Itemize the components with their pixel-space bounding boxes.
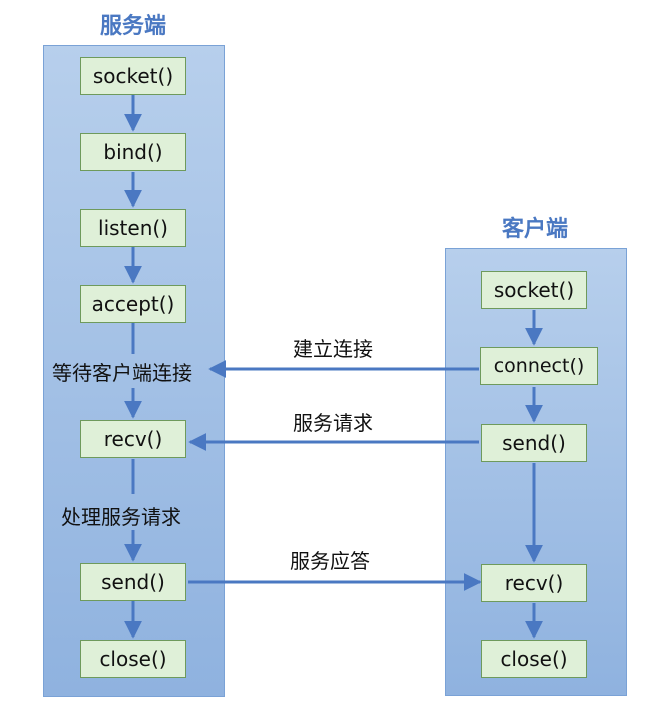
server-send-box: send() (80, 563, 186, 601)
response-label: 服务应答 (290, 549, 370, 573)
server-close-box: close() (80, 640, 186, 678)
server-process-note: 处理服务请求 (61, 505, 181, 529)
server-socket-box: socket() (80, 57, 186, 95)
server-wait-note: 等待客户端连接 (52, 361, 192, 385)
server-bind-box: bind() (80, 133, 186, 171)
client-title: 客户端 (501, 217, 568, 242)
client-send-box: send() (481, 424, 587, 462)
client-connect-box: connect() (480, 347, 598, 385)
client-recv-box: recv() (481, 564, 587, 602)
server-listen-box: listen() (80, 209, 186, 247)
server-accept-box: accept() (80, 285, 186, 323)
client-socket-box: socket() (481, 271, 587, 309)
client-close-box: close() (481, 640, 587, 678)
server-title: 服务端 (99, 14, 166, 39)
request-label: 服务请求 (293, 411, 373, 435)
connect-label: 建立连接 (293, 337, 373, 361)
server-recv-box: recv() (80, 420, 186, 458)
